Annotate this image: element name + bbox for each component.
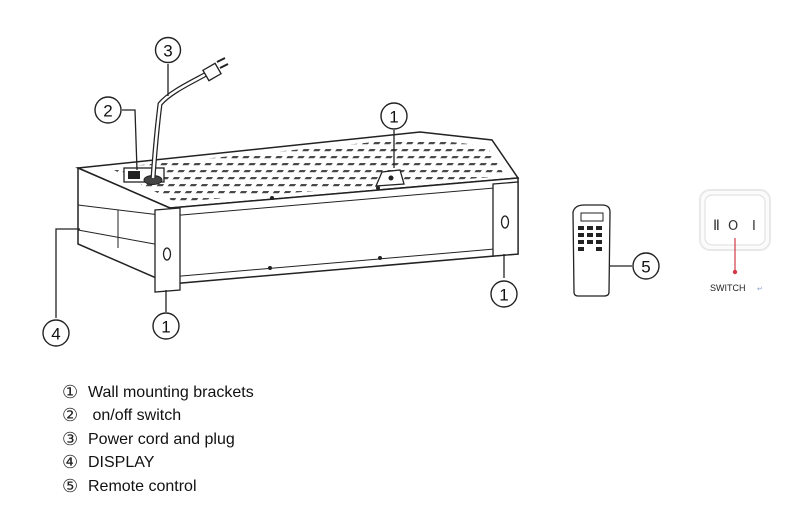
legend-marker: ③ — [62, 428, 79, 450]
callout-1-right: 1 — [490, 280, 518, 308]
callout-5: 5 — [632, 252, 660, 280]
callout-1-top: 1 — [380, 102, 408, 130]
leader-lines — [55, 64, 632, 318]
switch-caption: SWITCH — [710, 283, 746, 293]
svg-text:1: 1 — [499, 286, 508, 305]
right-wall-bracket — [492, 181, 519, 257]
switch-symbol-mid: O — [728, 219, 738, 234]
callout-3: ③ 3 — [154, 36, 182, 64]
legend-marker: ① — [62, 381, 79, 403]
callout-2: 2 — [94, 96, 122, 124]
legend-label: DISPLAY — [88, 454, 155, 472]
svg-text:4: 4 — [51, 325, 60, 344]
legend-label: Remote control — [88, 477, 197, 495]
parts-legend: ① Wall mounting brackets ② on/off switch… — [62, 381, 254, 499]
svg-text:↵: ↵ — [757, 285, 763, 293]
svg-text:5: 5 — [641, 258, 650, 277]
remote-control — [572, 204, 611, 297]
legend-item-remote-control: ⑤ Remote control — [62, 475, 254, 499]
legend-label: Wall mounting brackets — [88, 383, 254, 401]
svg-text:1: 1 — [161, 318, 170, 337]
switch-symbol-left: Ⅱ — [713, 218, 720, 234]
legend-marker: ⑤ — [62, 475, 79, 497]
legend-item-display: ④ DISPLAY — [62, 452, 254, 476]
legend-label: on/off switch — [88, 407, 182, 425]
legend-item-onoff-switch: ② on/off switch — [62, 405, 254, 429]
switch-symbol-right: I — [752, 219, 756, 234]
power-cord — [150, 57, 229, 179]
legend-item-wall-brackets: ① Wall mounting brackets — [62, 381, 254, 405]
legend-marker: ② — [62, 405, 79, 427]
switch-detail-panel: Ⅱ O I SWITCH ↵ — [699, 189, 771, 293]
legend-marker: ④ — [62, 452, 79, 474]
legend-item-power-cord: ③ Power cord and plug — [62, 428, 254, 452]
svg-text:3: 3 — [163, 42, 172, 61]
callout-1-left: 1 — [152, 312, 180, 340]
legend-label: Power cord and plug — [88, 430, 235, 448]
heater-diagram: Ⅱ O I SWITCH ↵ ③ 3 2 1 1 1 4 — [42, 36, 771, 347]
left-wall-bracket — [154, 207, 181, 293]
heater-unit — [75, 57, 520, 293]
power-plug — [202, 57, 229, 82]
svg-text:2: 2 — [103, 102, 112, 121]
svg-text:1: 1 — [389, 108, 398, 127]
top-wall-bracket — [374, 169, 405, 187]
callout-4: 4 — [42, 319, 70, 347]
heater-onoff-switch — [123, 167, 165, 185]
